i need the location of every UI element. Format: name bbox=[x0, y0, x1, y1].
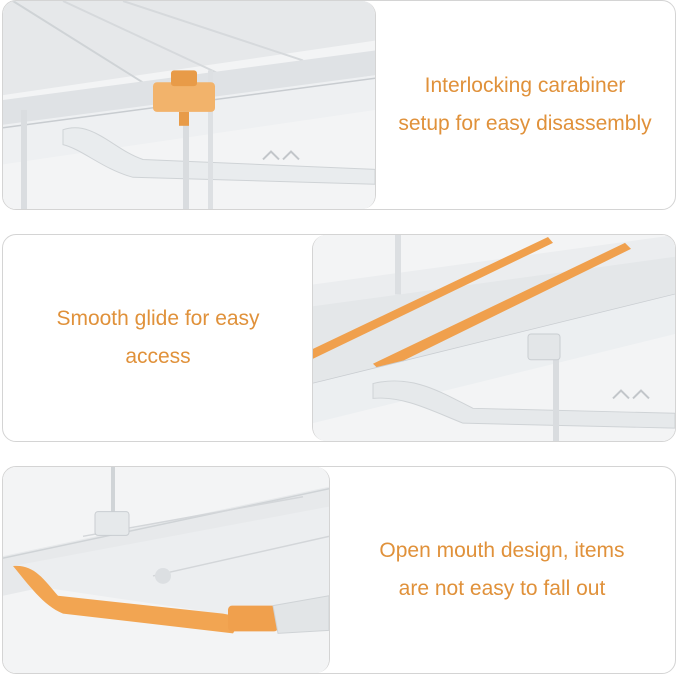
caption-line: Interlocking carabiner bbox=[424, 74, 626, 97]
open-mouth-caption: Open mouth design, items are not easy to… bbox=[329, 467, 675, 673]
caption-line: Smooth glide for easy bbox=[56, 307, 260, 330]
feature-card-carabiner: Interlocking carabiner setup for easy di… bbox=[2, 0, 676, 210]
carabiner-caption: Interlocking carabiner setup for easy di… bbox=[375, 1, 675, 209]
caption-line: setup for easy disassembly bbox=[398, 112, 652, 135]
caption-line: Open mouth design, items bbox=[379, 539, 625, 562]
smooth-glide-product-photo bbox=[312, 235, 675, 441]
caption-line: access bbox=[125, 345, 191, 368]
feature-card-open-mouth: Open mouth design, items are not easy to… bbox=[2, 466, 676, 674]
open-mouth-product-photo bbox=[3, 467, 330, 673]
carabiner-product-photo bbox=[3, 1, 376, 209]
feature-card-smooth-glide: Smooth glide for easy access bbox=[2, 234, 676, 442]
caption-line: are not easy to fall out bbox=[398, 577, 606, 600]
smooth-glide-caption: Smooth glide for easy access bbox=[3, 235, 313, 441]
